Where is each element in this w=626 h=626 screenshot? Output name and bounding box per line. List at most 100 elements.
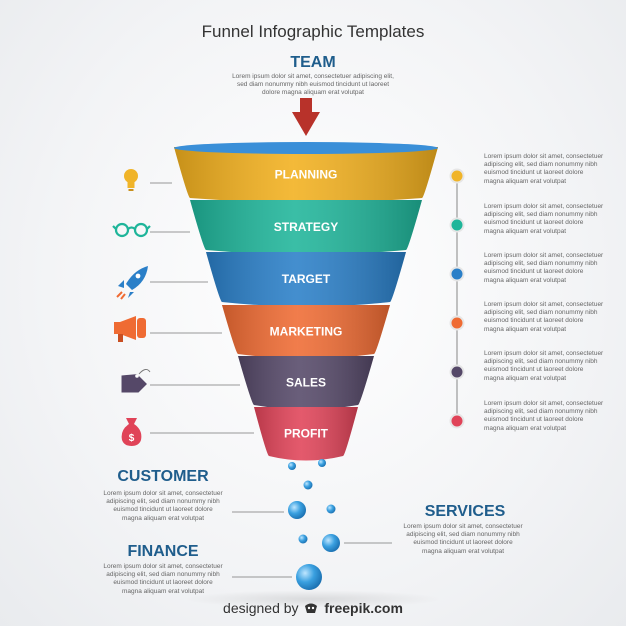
funnel-segment-planning: PLANNING <box>174 147 438 203</box>
services-description: Lorem ipsum dolor sit amet, consectetuer… <box>398 523 528 556</box>
svg-text:$: $ <box>129 433 135 444</box>
right-text-block: Lorem ipsum dolor sit amet, consectetuer… <box>484 400 614 433</box>
right-text-block: Lorem ipsum dolor sit amet, consectetuer… <box>484 153 614 186</box>
text-line: magna aliquam erat volutpat <box>484 424 567 432</box>
text-line: Lorem ipsum dolor sit amet, consectetuer <box>103 563 223 570</box>
text-line: euismod tincidunt ut laoreet dolore <box>484 317 584 325</box>
text-line: Lorem ipsum dolor sit amet, consectetuer <box>484 252 604 259</box>
funnel-segment-shade <box>238 356 374 410</box>
lightbulb-icon <box>124 169 138 191</box>
funnel-segment-shade <box>206 252 406 307</box>
text-line: euismod tincidunt ut laoreet dolore <box>484 268 584 276</box>
text-line: magna aliquam erat volutpat <box>484 325 567 333</box>
team-title: TEAM <box>290 54 336 71</box>
text-line: Lorem ipsum dolor sit amet, consectetuer <box>403 523 523 530</box>
bubble <box>296 564 322 590</box>
freepik-logo-icon <box>304 601 318 613</box>
timeline-dot <box>449 364 465 380</box>
funnel-segment-shade <box>190 200 422 255</box>
text-line: euismod tincidunt ut laoreet dolore <box>484 366 584 374</box>
funnel-segment-shade <box>174 147 438 203</box>
text-line: adipiscing elit, sed diam nonummy nibh <box>484 211 598 219</box>
funnel-label-target: TARGET <box>282 272 331 286</box>
text-line: adipiscing elit, sed diam nonummy nibh <box>106 498 220 506</box>
text-line: magna aliquam erat volutpat <box>484 374 567 382</box>
timeline-dot <box>449 168 465 184</box>
text-line: magna aliquam erat volutpat <box>484 276 567 284</box>
text-line: euismod tincidunt ut laoreet dolore <box>113 506 213 514</box>
text-line: magna aliquam erat volutpat <box>121 587 205 595</box>
funnel-segment-shade <box>222 305 390 359</box>
funnel-label-marketing: MARKETING <box>270 325 343 339</box>
bubble <box>322 534 340 552</box>
funnel-label-profit: PROFIT <box>284 427 329 441</box>
bubble <box>326 504 336 514</box>
footer-prefix: designed by <box>223 600 299 616</box>
text-line: Lorem ipsum dolor sit amet, consectetuer <box>484 350 604 357</box>
text-line: Lorem ipsum dolor sit amet, consectetuer <box>484 301 604 308</box>
funnel: PLANNING STRATEGY TARGET MARKETING SALES PROF… <box>174 142 438 461</box>
funnel-segment-marketing: MARKETING <box>222 305 390 359</box>
text-line: magna aliquam erat volutpat <box>484 177 567 185</box>
funnel-segment-sales: SALES <box>238 356 374 410</box>
bubble <box>288 462 296 470</box>
text-line: euismod tincidunt ut laoreet dolore <box>484 169 584 177</box>
bubbles <box>288 459 340 590</box>
page-title: Funnel Infographic Templates <box>201 22 425 41</box>
right-text-block: Lorem ipsum dolor sit amet, consectetuer… <box>484 203 614 236</box>
text-line: euismod tincidunt ut laoreet dolore <box>113 579 213 587</box>
text-line: euismod tincidunt ut laoreet dolore <box>484 219 584 227</box>
funnel-segment-profit: PROFIT <box>254 407 358 461</box>
text-line: adipiscing elit, sed diam nonummy nibh <box>406 531 520 539</box>
right-text-block: Lorem ipsum dolor sit amet, consectetuer… <box>484 252 614 285</box>
funnel-label-strategy: STRATEGY <box>274 220 338 234</box>
customer-title: CUSTOMER <box>117 468 209 485</box>
text-line: Lorem ipsum dolor sit amet, consectetuer <box>484 153 604 160</box>
timeline-dot <box>449 315 465 331</box>
bubble <box>303 480 313 490</box>
funnel-segment-strategy: STRATEGY <box>190 200 422 255</box>
timeline-dot <box>449 217 465 233</box>
funnel-segment-target: TARGET <box>206 252 406 307</box>
text-line: adipiscing elit, sed diam nonummy nibh <box>484 309 598 317</box>
rocket-icon <box>116 266 148 300</box>
services-title: SERVICES <box>424 503 506 520</box>
team-text-line: Lorem ipsum dolor sit amet, consectetuer… <box>232 73 394 80</box>
megaphone-icon <box>114 316 146 342</box>
bubble <box>318 459 326 467</box>
text-line: euismod tincidunt ut laoreet dolore <box>484 416 584 424</box>
text-line: adipiscing elit, sed diam nonummy nibh <box>484 161 598 169</box>
footer-brand: freepik.com <box>324 600 403 616</box>
text-line: Lorem ipsum dolor sit amet, consectetuer <box>484 400 604 407</box>
finance-title: FINANCE <box>127 543 199 560</box>
left-connector-lines <box>150 182 254 434</box>
bubble <box>298 534 308 544</box>
text-line: magna aliquam erat volutpat <box>121 514 205 522</box>
footer: designed by freepik.com <box>0 600 626 616</box>
text-line: Lorem ipsum dolor sit amet, consectetuer <box>103 490 223 497</box>
left-icons: $ <box>112 169 151 446</box>
text-line: magna aliquam erat volutpat <box>484 227 567 235</box>
right-text-block: Lorem ipsum dolor sit amet, consectetuer… <box>484 350 614 383</box>
right-text-block: Lorem ipsum dolor sit amet, consectetuer… <box>484 301 614 334</box>
team-description: Lorem ipsum dolor sit amet, consectetuer… <box>213 73 413 97</box>
price-tag-icon <box>121 369 151 393</box>
timeline-dot <box>449 413 465 429</box>
funnel-segment-shade <box>254 407 358 461</box>
glasses-icon <box>112 222 151 238</box>
customer-description: Lorem ipsum dolor sit amet, consectetuer… <box>98 490 228 523</box>
funnel-label-sales: SALES <box>286 376 326 390</box>
text-line: adipiscing elit, sed diam nonummy nibh <box>484 260 598 268</box>
funnel-rim <box>174 142 438 154</box>
bubble <box>288 501 306 519</box>
timeline-dot <box>449 266 465 282</box>
down-arrow-icon <box>292 98 320 136</box>
finance-description: Lorem ipsum dolor sit amet, consectetuer… <box>98 563 228 596</box>
money-bag-icon: $ <box>121 418 142 446</box>
team-text-line: sed diam nonummy nibh euismod tincidunt … <box>236 81 390 88</box>
text-line: Lorem ipsum dolor sit amet, consectetuer <box>484 203 604 210</box>
timeline <box>449 168 465 429</box>
text-line: euismod tincidunt ut laoreet dolore <box>413 539 513 547</box>
text-line: magna aliquam erat volutpat <box>421 547 505 555</box>
